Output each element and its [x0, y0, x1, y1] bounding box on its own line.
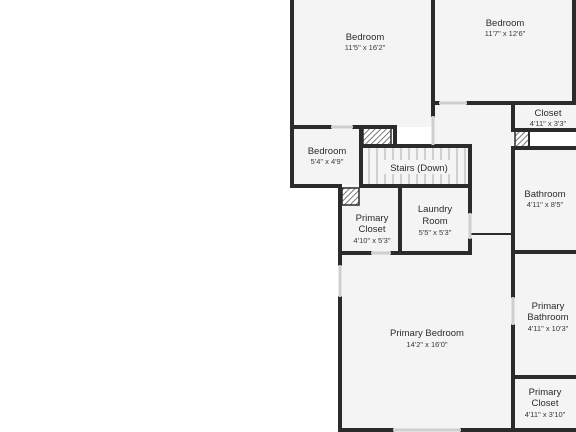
room-primary-bedroom: Primary Bedroom 14'2" x 16'0": [390, 328, 464, 349]
hatch-shaft-2: [341, 187, 360, 206]
room-labels: Bedroom 11'5" x 16'2" Bedroom 11'7" x 12…: [308, 18, 569, 419]
room-dimensions: 4'11" x 10'3": [528, 324, 569, 333]
hall-thin-walls: [470, 128, 530, 235]
room-dimensions: 14'2" x 16'0": [406, 340, 447, 349]
room-name: Closet: [535, 108, 562, 119]
closet-floor: [513, 103, 576, 129]
room-dimensions: 4'11" x 8'5": [527, 200, 564, 209]
room-name: Bathroom: [524, 189, 565, 200]
room-dimensions: 5'5" x 5'3": [419, 228, 452, 237]
room-bedroom-1: Bedroom 11'5" x 16'2": [345, 32, 386, 52]
room-dimensions: 4'11" x 3'3": [530, 119, 567, 128]
room-name-line-1: Laundry: [418, 204, 453, 215]
room-dimensions: 5'4" x 4'9": [311, 157, 344, 166]
floor-areas: [292, 0, 576, 432]
room-dimensions: 4'10" x 5'3": [354, 236, 391, 245]
primary-bathroom-floor: [513, 253, 576, 377]
room-name-line-1: Primary: [529, 387, 562, 398]
room-dimensions: 4'11" x 3'10": [525, 410, 566, 419]
primary-closet-2-floor: [513, 377, 576, 432]
room-name-line-2: Bathroom: [527, 312, 568, 323]
hatch-shaft-3: [514, 130, 530, 148]
bedroom-1-floor: [292, 0, 433, 127]
room-laundry: Laundry Room 5'5" x 5'3": [418, 204, 453, 237]
room-name: Bedroom: [486, 18, 525, 29]
room-primary-closet-2: Primary Closet 4'11" x 3'10": [525, 387, 566, 419]
room-name-line-1: Primary: [532, 301, 565, 312]
room-name: Primary Bedroom: [390, 328, 464, 339]
room-closet: Closet 4'11" x 3'3": [530, 108, 567, 128]
room-name-line-1: Primary: [356, 213, 389, 224]
room-dimensions: 11'5" x 16'2": [345, 43, 386, 52]
room-name: Stairs (Down): [390, 163, 448, 174]
room-dimensions: 11'7" x 12'6": [485, 29, 526, 38]
room-name-line-2: Room: [422, 216, 447, 227]
primary-bedroom-floor: [340, 253, 513, 432]
windows: [331, 101, 515, 432]
bedroom-3-floor: [293, 127, 361, 185]
room-bedroom-3: Bedroom 5'4" x 4'9": [308, 146, 347, 166]
room-name: Bedroom: [308, 146, 347, 157]
hatch-shaft-1: [362, 126, 392, 146]
room-bedroom-2: Bedroom 11'7" x 12'6": [485, 18, 526, 38]
room-name-line-2: Closet: [359, 224, 386, 235]
laundry-floor: [400, 186, 470, 253]
room-primary-bathroom: Primary Bathroom 4'11" x 10'3": [527, 301, 568, 333]
room-stairs: Stairs (Down): [384, 160, 454, 174]
room-name-line-2: Closet: [532, 398, 559, 409]
bedroom-2-floor: [433, 0, 576, 103]
bathroom-floor: [513, 148, 576, 252]
room-primary-closet-1: Primary Closet 4'10" x 5'3": [354, 213, 391, 245]
room-bathroom: Bathroom 4'11" x 8'5": [524, 189, 565, 209]
room-name: Bedroom: [346, 32, 385, 43]
stair-treads: [368, 148, 466, 184]
walls: [290, 0, 576, 432]
hatched-shafts: [341, 126, 530, 206]
